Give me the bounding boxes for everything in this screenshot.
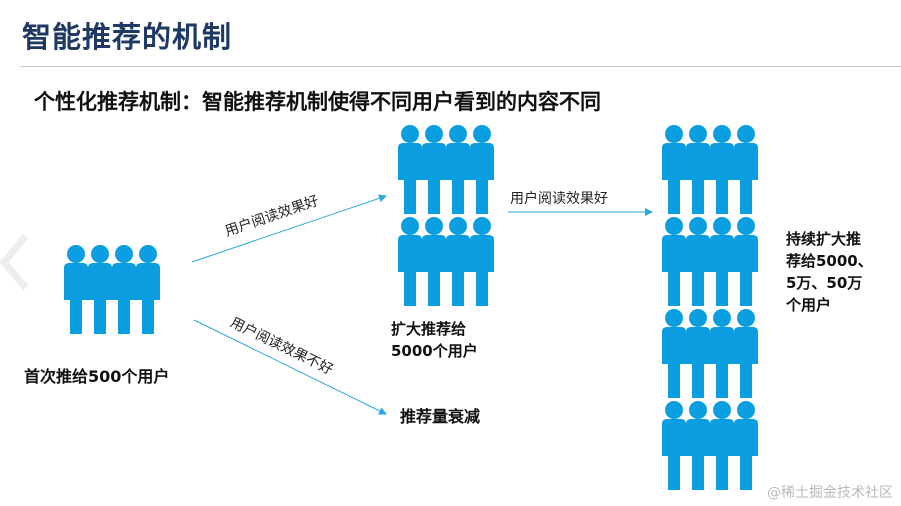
continued-users-label-line4: 个用户: [786, 296, 832, 314]
arrow-good-upper: [191, 194, 387, 263]
continued-users-label: 持续扩大推 荐给5000、 5万、50万 个用户: [786, 228, 873, 316]
arrow-label-good-right: 用户阅读效果好: [510, 191, 608, 207]
arrow-bad-lower: [193, 319, 387, 415]
title-divider: [20, 66, 901, 67]
expanded-users-label-line2: 5000个用户: [391, 342, 478, 360]
continued-users-label-line1: 持续扩大推: [786, 230, 862, 248]
watermark: @稀土掘金技术社区: [767, 485, 893, 501]
expanded-users-label: 扩大推荐给 5000个用户: [391, 318, 478, 362]
decline-label: 推荐量衰减: [400, 407, 481, 426]
continued-users-label-line3: 5万、50万: [786, 274, 863, 292]
slide-subtitle: 个性化推荐机制：智能推荐机制使得不同用户看到的内容不同: [34, 90, 601, 114]
slide-title: 智能推荐的机制: [22, 20, 233, 54]
continued-users-label-line2: 荐给5000、: [786, 252, 873, 270]
expanded-users-label-line1: 扩大推荐给: [391, 320, 467, 338]
initial-users-label: 首次推给500个用户: [24, 367, 170, 386]
chevron-left-icon[interactable]: [0, 232, 32, 292]
